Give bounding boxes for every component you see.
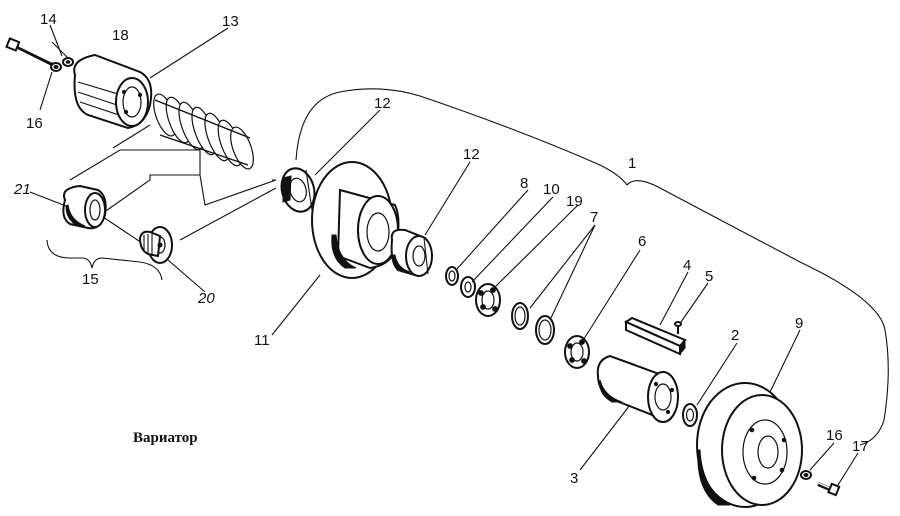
bearing-6 <box>564 335 590 369</box>
assembly-lines <box>69 124 277 246</box>
label-16-bottom: 16 <box>826 427 843 444</box>
leader-lines <box>29 24 859 486</box>
snap-rings-7 <box>511 302 555 345</box>
label-8: 8 <box>520 175 528 192</box>
label-9: 9 <box>795 315 803 332</box>
key-4 <box>623 316 687 356</box>
label-12-top: 12 <box>374 95 391 112</box>
bushing-20 <box>138 226 173 264</box>
label-3: 3 <box>570 470 578 487</box>
label-11: 11 <box>254 332 270 349</box>
label-10: 10 <box>543 181 560 198</box>
split-bushing-12-left <box>280 167 316 213</box>
label-1: 1 <box>628 155 636 172</box>
screw-5 <box>674 321 682 334</box>
label-2: 2 <box>731 327 739 344</box>
brace-1 <box>295 88 889 446</box>
brace-15 <box>46 239 163 281</box>
label-12-mid: 12 <box>463 146 480 163</box>
label-20: 20 <box>197 290 215 307</box>
label-6: 6 <box>638 233 646 250</box>
washer-2 <box>682 403 698 427</box>
label-21: 21 <box>13 181 31 198</box>
label-15: 15 <box>82 271 99 288</box>
label-14: 14 <box>40 11 57 28</box>
hub-3 <box>596 354 679 423</box>
bolt-14 <box>5 37 53 66</box>
label-17: 17 <box>852 438 869 455</box>
spring-cup-13 <box>73 53 153 130</box>
split-bushing-12-right <box>390 228 433 278</box>
label-7: 7 <box>590 209 598 226</box>
retaining-ring-8 <box>445 266 459 286</box>
washer-16-bottom <box>800 470 812 480</box>
label-18: 18 <box>112 27 129 44</box>
nut-18 <box>62 57 74 67</box>
label-4: 4 <box>683 257 691 274</box>
diagram-title: Вариатор <box>133 430 198 446</box>
washer-16-top <box>50 62 62 72</box>
movable-disc-11 <box>311 161 400 279</box>
bolt-17 <box>817 482 841 497</box>
washer-10 <box>460 276 476 298</box>
spring <box>153 93 254 170</box>
label-19: 19 <box>566 193 583 210</box>
label-13: 13 <box>222 13 239 30</box>
collar-21 <box>62 184 107 230</box>
label-16-top: 16 <box>26 115 43 132</box>
bearing-19 <box>475 283 501 317</box>
label-5: 5 <box>705 268 713 285</box>
fixed-disc-9 <box>696 382 803 508</box>
